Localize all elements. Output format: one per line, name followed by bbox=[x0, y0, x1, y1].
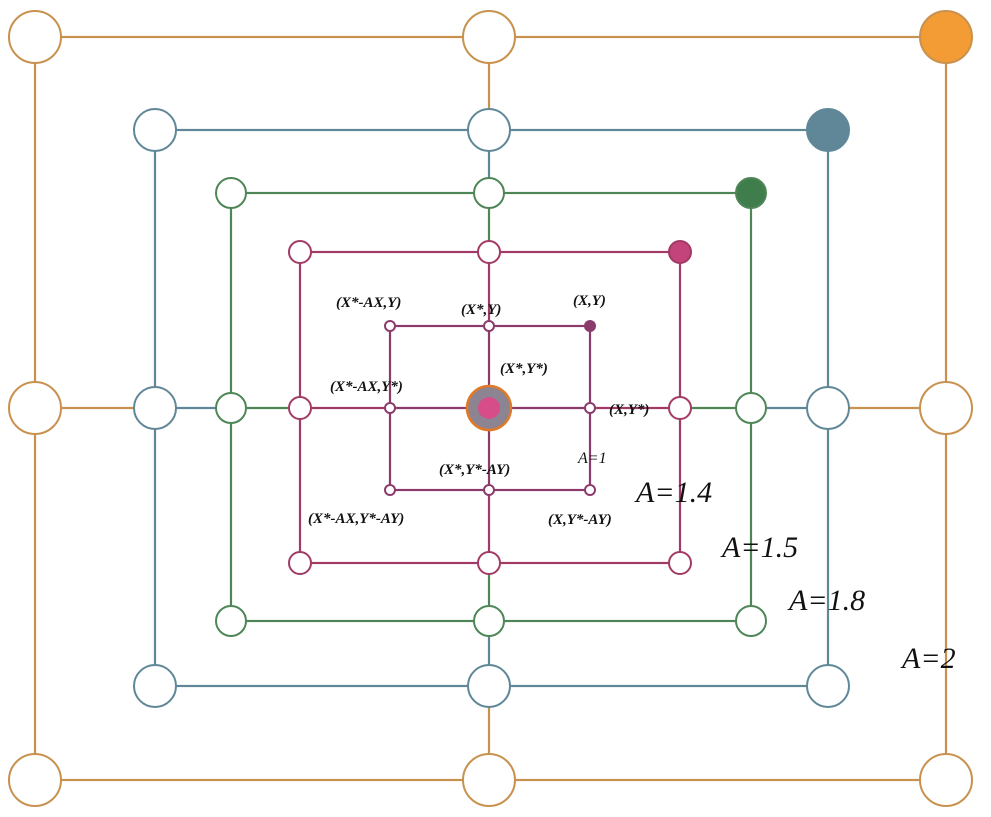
best-point-node-2 bbox=[806, 108, 850, 152]
grid-node-4-6 bbox=[288, 551, 312, 575]
label-x-y: (X,Y) bbox=[573, 293, 606, 309]
grid-node-1-5 bbox=[919, 381, 973, 435]
best-point-node-1 bbox=[919, 10, 973, 64]
grid-node-4-5 bbox=[668, 396, 692, 420]
grid-node-4-8 bbox=[668, 551, 692, 575]
grid-node-1-4 bbox=[8, 381, 62, 435]
grid-node-2-1 bbox=[133, 108, 177, 152]
best-point-node-4 bbox=[668, 240, 692, 264]
grid-node-4-1 bbox=[288, 240, 312, 264]
label-x-minus-yminus: (X*-AX,Y*-AY) bbox=[308, 511, 404, 527]
grid-node-4-4 bbox=[288, 396, 312, 420]
grid-node-1-7 bbox=[462, 753, 516, 807]
label-xstar-yminus: (X*,Y*-AY) bbox=[439, 462, 510, 478]
best-point-node-5 bbox=[584, 320, 596, 332]
grid-node-3-5 bbox=[735, 392, 767, 424]
grid-node-4-2 bbox=[477, 240, 501, 264]
grid-node-2-2 bbox=[467, 108, 511, 152]
point-labels: (X*-AX,Y) (X*,Y) (X,Y) (X*,Y*) (X*-AX,Y*… bbox=[308, 293, 649, 528]
grid-node-2-6 bbox=[133, 664, 177, 708]
label-a-1: A=1 bbox=[577, 450, 607, 467]
center-point bbox=[465, 384, 513, 432]
grid-node-3-4 bbox=[215, 392, 247, 424]
grid-node-5-1 bbox=[384, 320, 396, 332]
grid-node-4-7 bbox=[477, 551, 501, 575]
label-x-ystar: (X,Y*) bbox=[609, 402, 649, 418]
label-a-2: A=2 bbox=[900, 642, 956, 675]
grid-node-3-8 bbox=[735, 605, 767, 637]
label-a-1-5: A=1.5 bbox=[720, 531, 798, 564]
grid-node-5-2 bbox=[483, 320, 495, 332]
grid-node-5-6 bbox=[384, 484, 396, 496]
grid-node-1-2 bbox=[462, 10, 516, 64]
label-x-minus-ystar: (X*-AX,Y*) bbox=[330, 379, 403, 395]
label-xstar-ystar: (X*,Y*) bbox=[500, 361, 548, 377]
best-point-node-3 bbox=[735, 177, 767, 209]
label-x-minus-y: (X*-AX,Y) bbox=[336, 295, 401, 311]
grid-node-1-6 bbox=[8, 753, 62, 807]
grid-node-2-5 bbox=[806, 386, 850, 430]
grid-node-5-5 bbox=[584, 402, 596, 414]
grid-node-3-6 bbox=[215, 605, 247, 637]
scale-labels: A=1 A=1.4 A=1.5 A=1.8 A=2 bbox=[577, 450, 956, 675]
grid-node-3-7 bbox=[473, 605, 505, 637]
grid-node-1-1 bbox=[8, 10, 62, 64]
label-a-1-8: A=1.8 bbox=[787, 584, 865, 617]
grid-node-5-7 bbox=[483, 484, 495, 496]
grid-nodes bbox=[8, 10, 973, 807]
label-xstar-y: (X*,Y) bbox=[461, 302, 501, 318]
grid-node-2-4 bbox=[133, 386, 177, 430]
grid-node-5-4 bbox=[384, 402, 396, 414]
grid-node-3-2 bbox=[473, 177, 505, 209]
grid-node-2-8 bbox=[806, 664, 850, 708]
label-a-1-4: A=1.4 bbox=[634, 476, 712, 509]
grid-node-3-1 bbox=[215, 177, 247, 209]
grid-node-2-7 bbox=[467, 664, 511, 708]
grid-node-1-8 bbox=[919, 753, 973, 807]
grid-node-5-8 bbox=[584, 484, 596, 496]
center-point-inner bbox=[478, 397, 500, 419]
label-x-yminus: (X,Y*-AY) bbox=[548, 512, 612, 528]
